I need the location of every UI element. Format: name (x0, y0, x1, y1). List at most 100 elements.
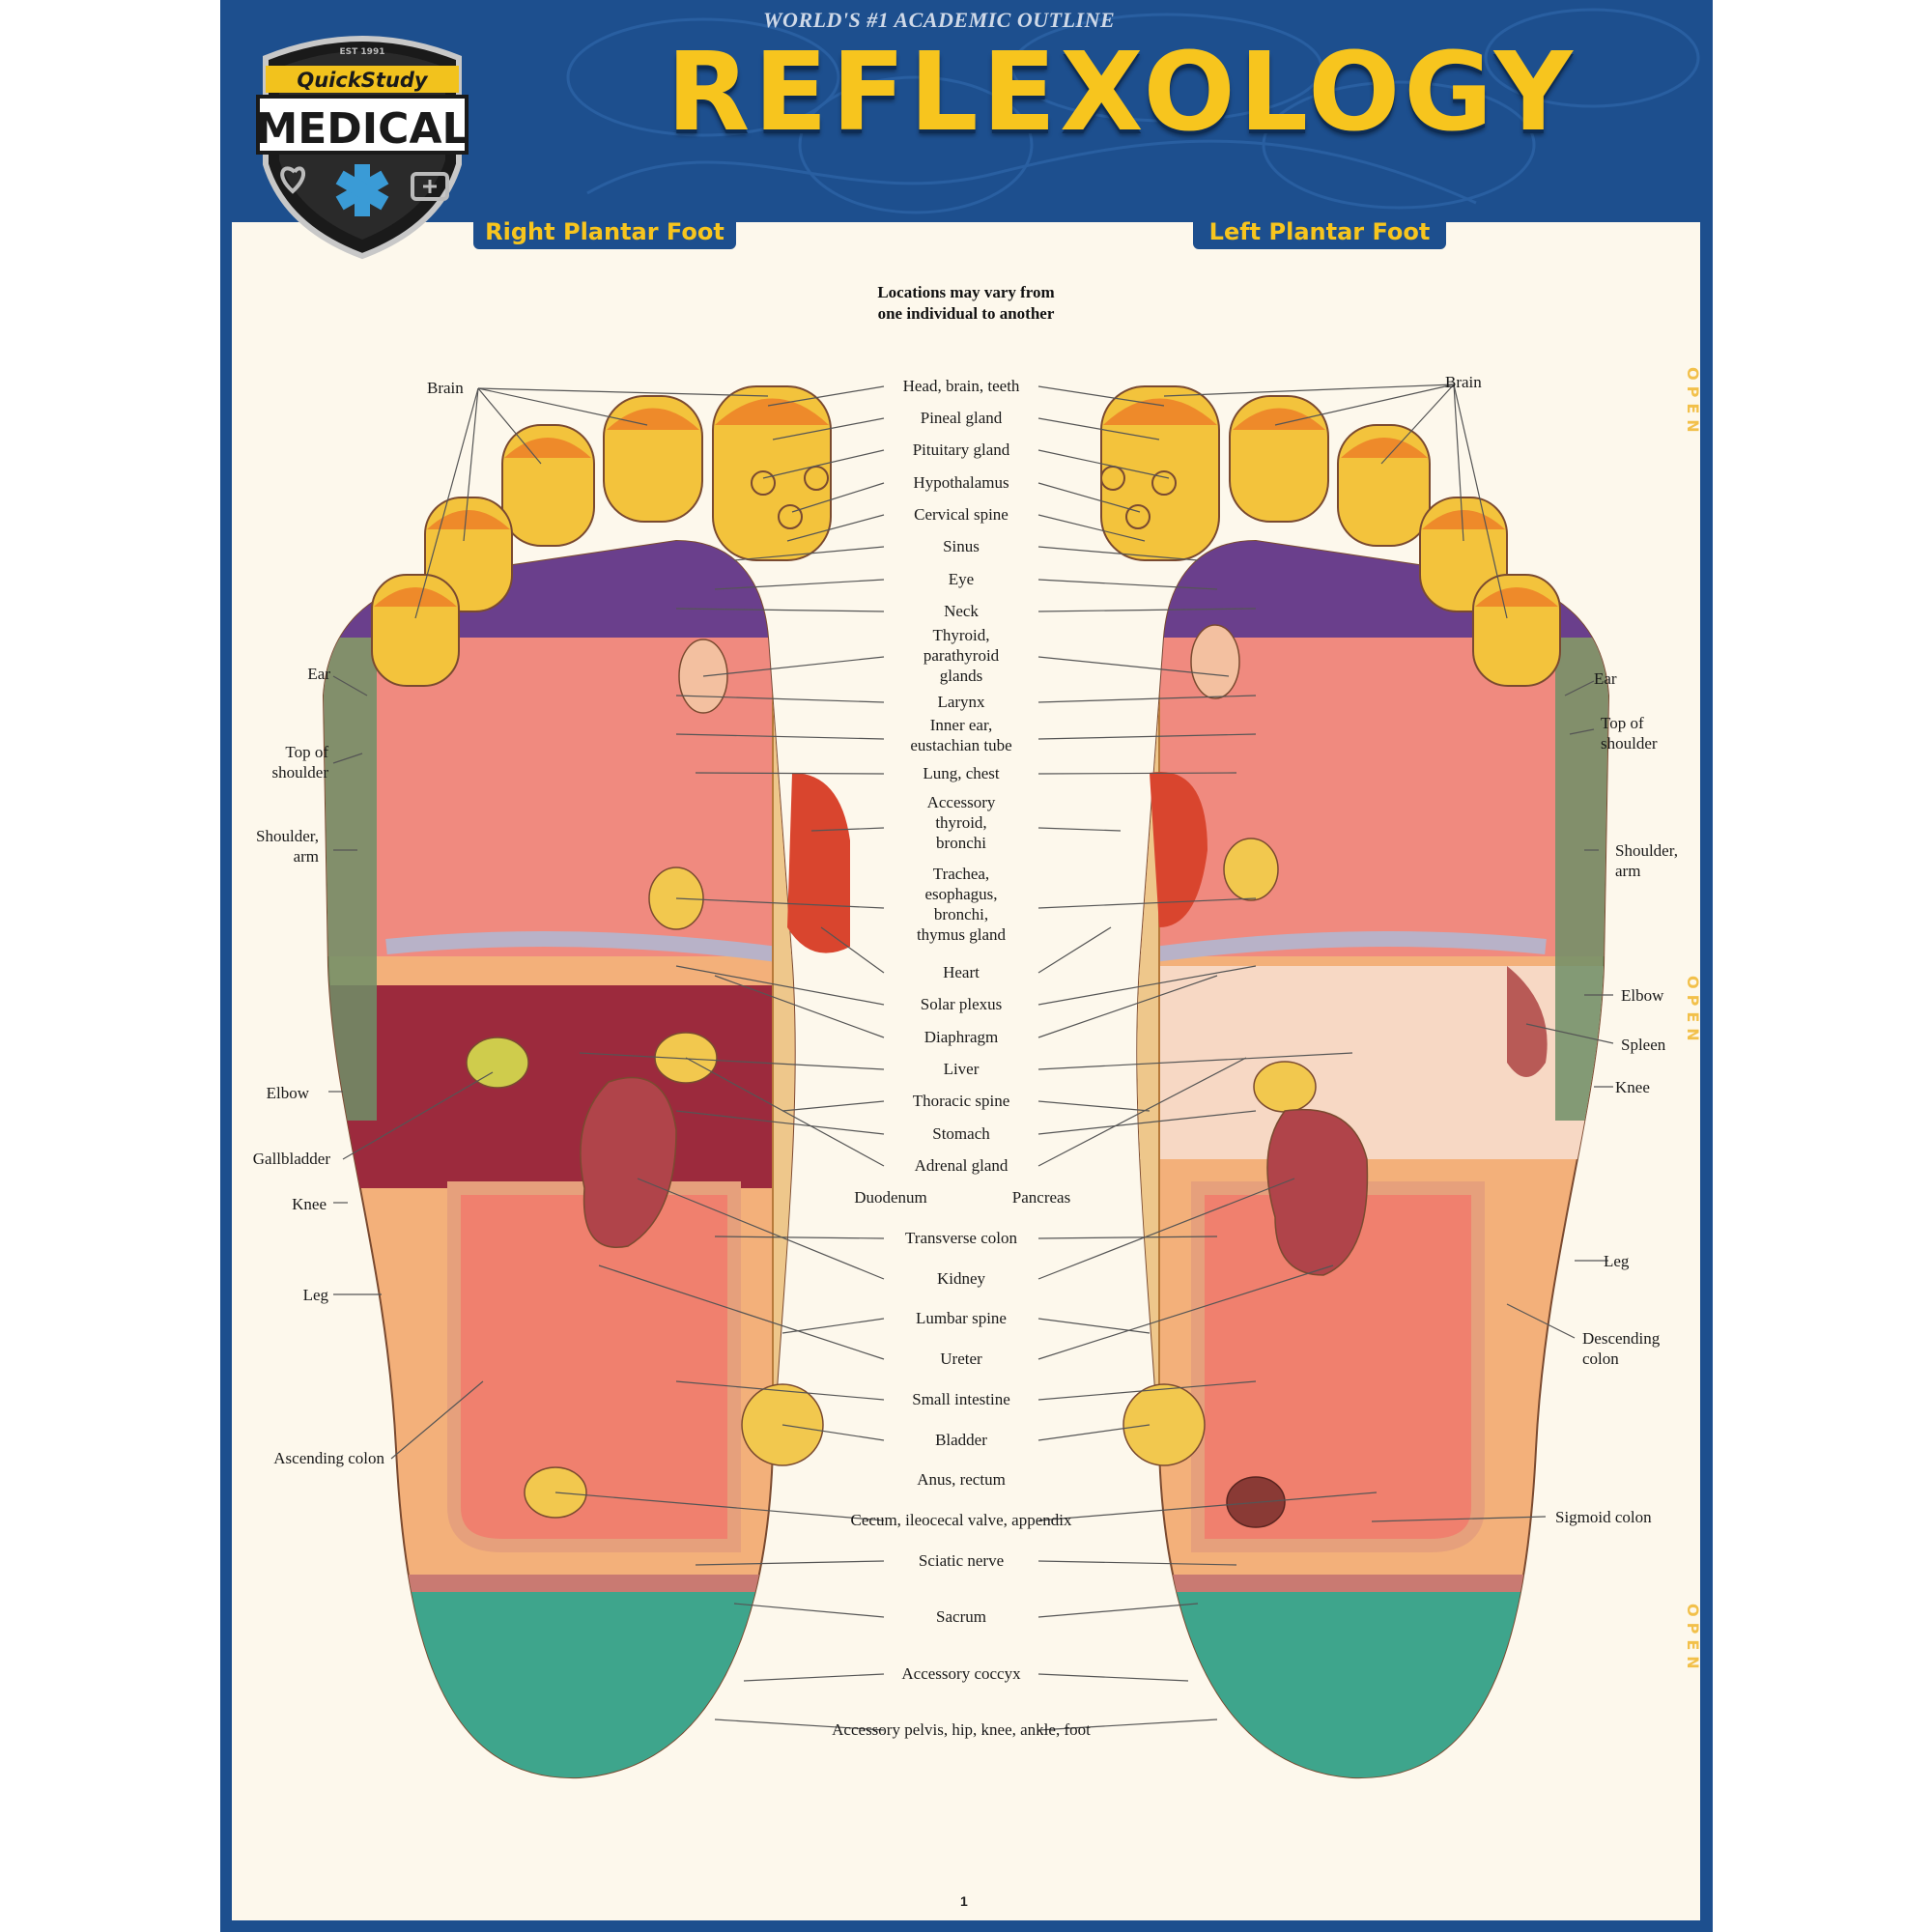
leader-line-right (781, 1100, 885, 1112)
label-right-leg: Leg (303, 1286, 329, 1304)
label-small-intestine: Small intestine (912, 1390, 1010, 1408)
label-right-brain: Brain (427, 379, 464, 397)
tab-right-plantar-foot: Right Plantar Foot (473, 214, 736, 249)
leader-line-right (820, 926, 885, 974)
leader-line-left (1037, 1492, 1378, 1521)
leader-line-right (695, 1560, 885, 1566)
left-foot-outer-labels: Brain Ear Top of shoulder Shoulder, arm … (1445, 373, 1678, 1526)
leader-line-right (675, 695, 885, 703)
label-diaphragm: Diaphragm (924, 1028, 998, 1046)
leader-line-right (675, 608, 885, 612)
leader-line-left (1037, 733, 1257, 740)
left-bladder (1122, 1383, 1206, 1466)
left-heel-zone (1137, 1584, 1608, 1778)
left-stomach-zone (1137, 966, 1608, 1159)
page-title: REFLEXOLOGY (667, 30, 1577, 156)
leader-line-right (598, 1264, 885, 1360)
medical-kit-icon (411, 172, 449, 201)
leader-line-right (772, 417, 885, 440)
leader-lines (328, 384, 1614, 1731)
right-intestine-zone (447, 1181, 741, 1552)
left-spleen (1507, 966, 1548, 1077)
location-note: Locations may vary from one individual t… (773, 282, 1159, 325)
leader-line-right (791, 482, 885, 513)
label-lumbar-spine: Lumbar spine (916, 1309, 1007, 1327)
right-kidney (580, 1076, 677, 1248)
leader-line-left (1037, 695, 1257, 703)
location-note-line1: Locations may vary from (877, 283, 1055, 301)
label-larynx: Larynx (937, 693, 985, 711)
badge-main-text: MEDICAL (255, 104, 469, 154)
leader-line-right (579, 1052, 885, 1070)
leader-line-right (714, 579, 885, 590)
label-right-shoulder-arm-1: Shoulder, (256, 827, 319, 845)
label-left-descending-1: Descending (1582, 1329, 1661, 1348)
label-lung-chest: Lung, chest (923, 764, 1000, 782)
leader-line-left (1037, 975, 1218, 1038)
leader-line-left (1037, 1424, 1151, 1441)
label-thyroid-1: Thyroid, (932, 626, 989, 644)
leader-line-left (1037, 1100, 1151, 1112)
leader-line-right (733, 546, 885, 561)
label-left-ear: Ear (1594, 669, 1617, 688)
leader-line-right (675, 897, 885, 909)
label-left-top-shoulder-2: shoulder (1601, 734, 1658, 753)
open-marker-2: OPEN (1684, 976, 1702, 1047)
leader-line-left (1037, 1380, 1257, 1401)
label-trachea-1: Trachea, (933, 865, 989, 883)
leader-line-right (675, 1110, 885, 1135)
label-trachea-3: bronchi, (934, 905, 988, 923)
right-heel-zone (324, 1584, 795, 1778)
right-gallbladder (466, 1037, 529, 1089)
right-shoulder-strip (324, 638, 377, 1121)
left-kidney (1266, 1108, 1369, 1276)
left-shoulder-strip (1555, 638, 1608, 1121)
label-head-brain-teeth: Head, brain, teeth (903, 377, 1020, 395)
left-foot (1100, 385, 1610, 1779)
label-eye: Eye (949, 570, 974, 588)
leader-line-right (714, 975, 885, 1038)
label-liver: Liver (944, 1060, 980, 1078)
page-number: 1 (960, 1893, 968, 1909)
label-pituitary-gland: Pituitary gland (913, 440, 1010, 459)
label-sciatic-nerve: Sciatic nerve (919, 1551, 1004, 1570)
label-right-top-shoulder-2: shoulder (271, 763, 328, 781)
label-accessory-2: thyroid, (935, 813, 986, 832)
label-ureter: Ureter (940, 1350, 982, 1368)
leader-line-left (1037, 1560, 1237, 1566)
tagline: WORLD'S #1 ACADEMIC OUTLINE (763, 8, 1116, 32)
label-pancreas: Pancreas (1012, 1188, 1070, 1207)
leader-line-left (1037, 1603, 1199, 1618)
left-adrenal (1253, 1061, 1317, 1113)
label-inner-ear-2: eustachian tube (910, 736, 1011, 754)
label-right-ascending-colon: Ascending colon (273, 1449, 384, 1467)
right-liver-zone (324, 985, 795, 1188)
label-right-ear: Ear (307, 665, 330, 683)
leader-line-left (1037, 656, 1230, 677)
heart-icon (280, 166, 305, 194)
label-accessory-3: bronchi (936, 834, 986, 852)
leader-line-left (1037, 1673, 1189, 1682)
label-thoracic-spine: Thoracic spine (913, 1092, 1010, 1110)
label-trachea-4: thymus gland (917, 925, 1007, 944)
leader-line-left (1037, 482, 1141, 513)
leader-line-right (702, 656, 885, 677)
label-left-leg: Leg (1604, 1252, 1630, 1270)
label-right-gallbladder: Gallbladder (253, 1150, 331, 1168)
leader-line-left (1037, 965, 1257, 1006)
medical-star-icon (335, 164, 389, 216)
leader-line-left (1037, 772, 1237, 775)
label-right-top-shoulder-1: Top of (285, 743, 328, 761)
label-stomach: Stomach (932, 1124, 990, 1143)
label-right-knee: Knee (292, 1195, 327, 1213)
badge-est-text: EST 1991 (340, 47, 385, 57)
leader-line-right (810, 827, 885, 832)
label-left-brain: Brain (1445, 373, 1482, 391)
open-marker-1: OPEN (1684, 367, 1702, 439)
leader-line-left (1037, 1052, 1353, 1070)
leader-line-right (767, 385, 885, 407)
label-left-shoulder-arm-2: arm (1615, 862, 1640, 880)
label-hypothalamus: Hypothalamus (913, 473, 1009, 492)
label-transverse-colon: Transverse colon (905, 1229, 1017, 1247)
